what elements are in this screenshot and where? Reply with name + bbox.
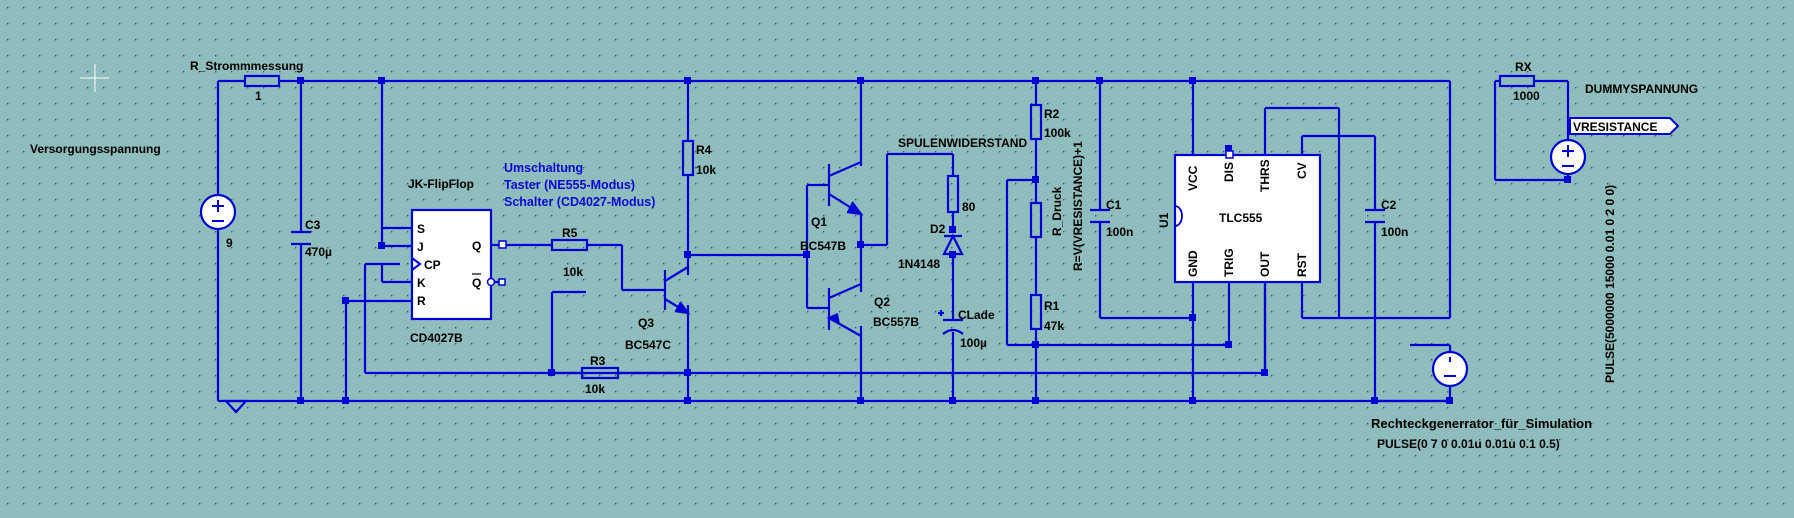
r2-value: 100k <box>1044 126 1071 140</box>
jk-pin-q: Q <box>472 239 481 253</box>
rx-resistor <box>1498 74 1536 88</box>
d2-diode <box>942 233 964 256</box>
tlc555-pin-rst: RST <box>1295 252 1309 277</box>
c3-label: C3 <box>305 218 321 232</box>
vresistance-net-label <box>1569 117 1680 135</box>
q1-npn-transistor <box>827 160 864 216</box>
r4-resistor <box>681 139 695 177</box>
r4-value: 10k <box>696 163 716 177</box>
r-strommessung-resistor <box>243 74 281 88</box>
c1-capacitor <box>1090 208 1110 224</box>
note-umschaltung: Umschaltung <box>504 161 583 175</box>
jk-qbar-pin-square <box>498 278 506 286</box>
wires <box>216 79 1570 403</box>
generator-title: Rechteckgenerrator_für_Simulation <box>1371 416 1592 431</box>
jk-pin-cp: CP <box>424 258 441 272</box>
r4-label: R4 <box>696 143 712 157</box>
tlc555-pin-vcc: VCC <box>1186 165 1200 191</box>
dummyspannung-label: DUMMYSPANNUNG <box>1585 82 1698 96</box>
dummy-pulse-spec: PULSE(5000000 15000 0.01 0 2 0 0) <box>1603 185 1617 383</box>
clade-value: 100µ <box>960 336 987 350</box>
jk-pin-j: J <box>417 240 424 254</box>
vresistance-text: VRESISTANCE <box>1573 120 1657 134</box>
rx-value: 1000 <box>1513 89 1540 103</box>
q3-npn-transistor <box>663 266 691 315</box>
jk-pin-qbar: Q <box>472 276 481 290</box>
jk-part-label: CD4027B <box>410 331 463 345</box>
rx-label: RX <box>1515 60 1532 74</box>
r5-label: R5 <box>562 226 578 240</box>
r-strommessung-label: R_Strommmessung <box>190 59 303 73</box>
jk-cp-clock-marker <box>411 257 422 271</box>
jk-pin-s: S <box>417 222 425 236</box>
c3-capacitor <box>291 230 311 246</box>
q2-value: BC557B <box>873 315 919 329</box>
c1-label: C1 <box>1106 198 1122 212</box>
r1-value: 47k <box>1044 319 1064 333</box>
tlc555-pin-out: OUT <box>1258 251 1272 277</box>
r-druck-expression: R=V(VRESISTANCE)+1 <box>1071 141 1085 271</box>
q1-label: Q1 <box>811 215 827 229</box>
jk-flipflop-body <box>410 208 493 321</box>
r5-value: 10k <box>563 265 583 279</box>
r5-resistor <box>550 238 589 252</box>
u1-label: U1 <box>1157 212 1171 228</box>
tlc555-pin-cv: CV <box>1295 162 1309 179</box>
c3-value: 470µ <box>305 245 332 259</box>
r3-resistor <box>580 366 620 380</box>
tlc555-dis-pin-square <box>1225 150 1234 159</box>
d2-label: D2 <box>930 222 946 236</box>
note-taster: Taster (NE555-Modus) <box>504 178 635 192</box>
d2-value: 1N4148 <box>898 257 940 271</box>
tlc555-body <box>1173 153 1322 284</box>
q3-value: BC547C <box>625 338 671 352</box>
spulenwiderstand-value: 80 <box>962 200 976 214</box>
r1-label: R1 <box>1044 299 1060 313</box>
jk-pin-k: K <box>417 276 426 290</box>
q2-label: Q2 <box>874 295 890 309</box>
r-druck-label: R_Druck <box>1050 186 1064 236</box>
jk-q-pin-square <box>498 240 507 249</box>
v1-voltage-source <box>199 193 237 231</box>
r2-label: R2 <box>1044 107 1060 121</box>
tlc555-pin-dis: DIS <box>1222 162 1236 182</box>
dummy-voltage-source <box>1549 138 1587 176</box>
jk-pin-r: R <box>417 294 426 308</box>
crosshair-cursor <box>80 64 109 92</box>
clade-capacitor <box>938 310 964 335</box>
r3-value: 10k <box>585 382 605 396</box>
tlc555-notch <box>1174 205 1183 227</box>
r3-label: R3 <box>590 354 606 368</box>
tlc555-pin-trig: TRIG <box>1222 248 1236 277</box>
note-schalter: Schalter (CD4027-Modus) <box>504 195 655 209</box>
c2-label: C2 <box>1381 198 1397 212</box>
r-strommessung-value: 1 <box>255 89 262 103</box>
ground-symbol <box>223 399 249 414</box>
q1-value: BC547B <box>800 239 846 253</box>
tlc555-part-label: TLC555 <box>1219 211 1263 225</box>
jk-flipflop-title: JK-FlipFlop <box>408 177 474 191</box>
clade-label: CLade <box>958 308 995 322</box>
versorgungsspannung-label: Versorgungsspannung <box>30 142 161 156</box>
q2-pnp-transistor <box>826 282 862 337</box>
generator-pulse-spec: PULSE(0 7 0 0.01u 0.01u 0.1 0.5) <box>1377 437 1560 451</box>
pulse-generator-source <box>1431 350 1469 388</box>
r1-resistor <box>1029 293 1043 331</box>
v1-value: 9 <box>226 236 233 250</box>
c2-capacitor <box>1365 208 1385 224</box>
spulenwiderstand-label: SPULENWIDERSTAND <box>898 136 1027 150</box>
c1-value: 100n <box>1106 225 1133 239</box>
jk-qbar-bubble <box>486 277 496 287</box>
c2-value: 100n <box>1381 225 1408 239</box>
spulenwiderstand-resistor <box>946 174 960 214</box>
tlc555-pin-gnd: GND <box>1186 250 1200 277</box>
tlc555-pin-thrs: THRS <box>1258 159 1272 192</box>
q3-label: Q3 <box>638 316 654 330</box>
r2-resistor <box>1029 103 1043 141</box>
r-druck-resistor <box>1029 201 1043 239</box>
